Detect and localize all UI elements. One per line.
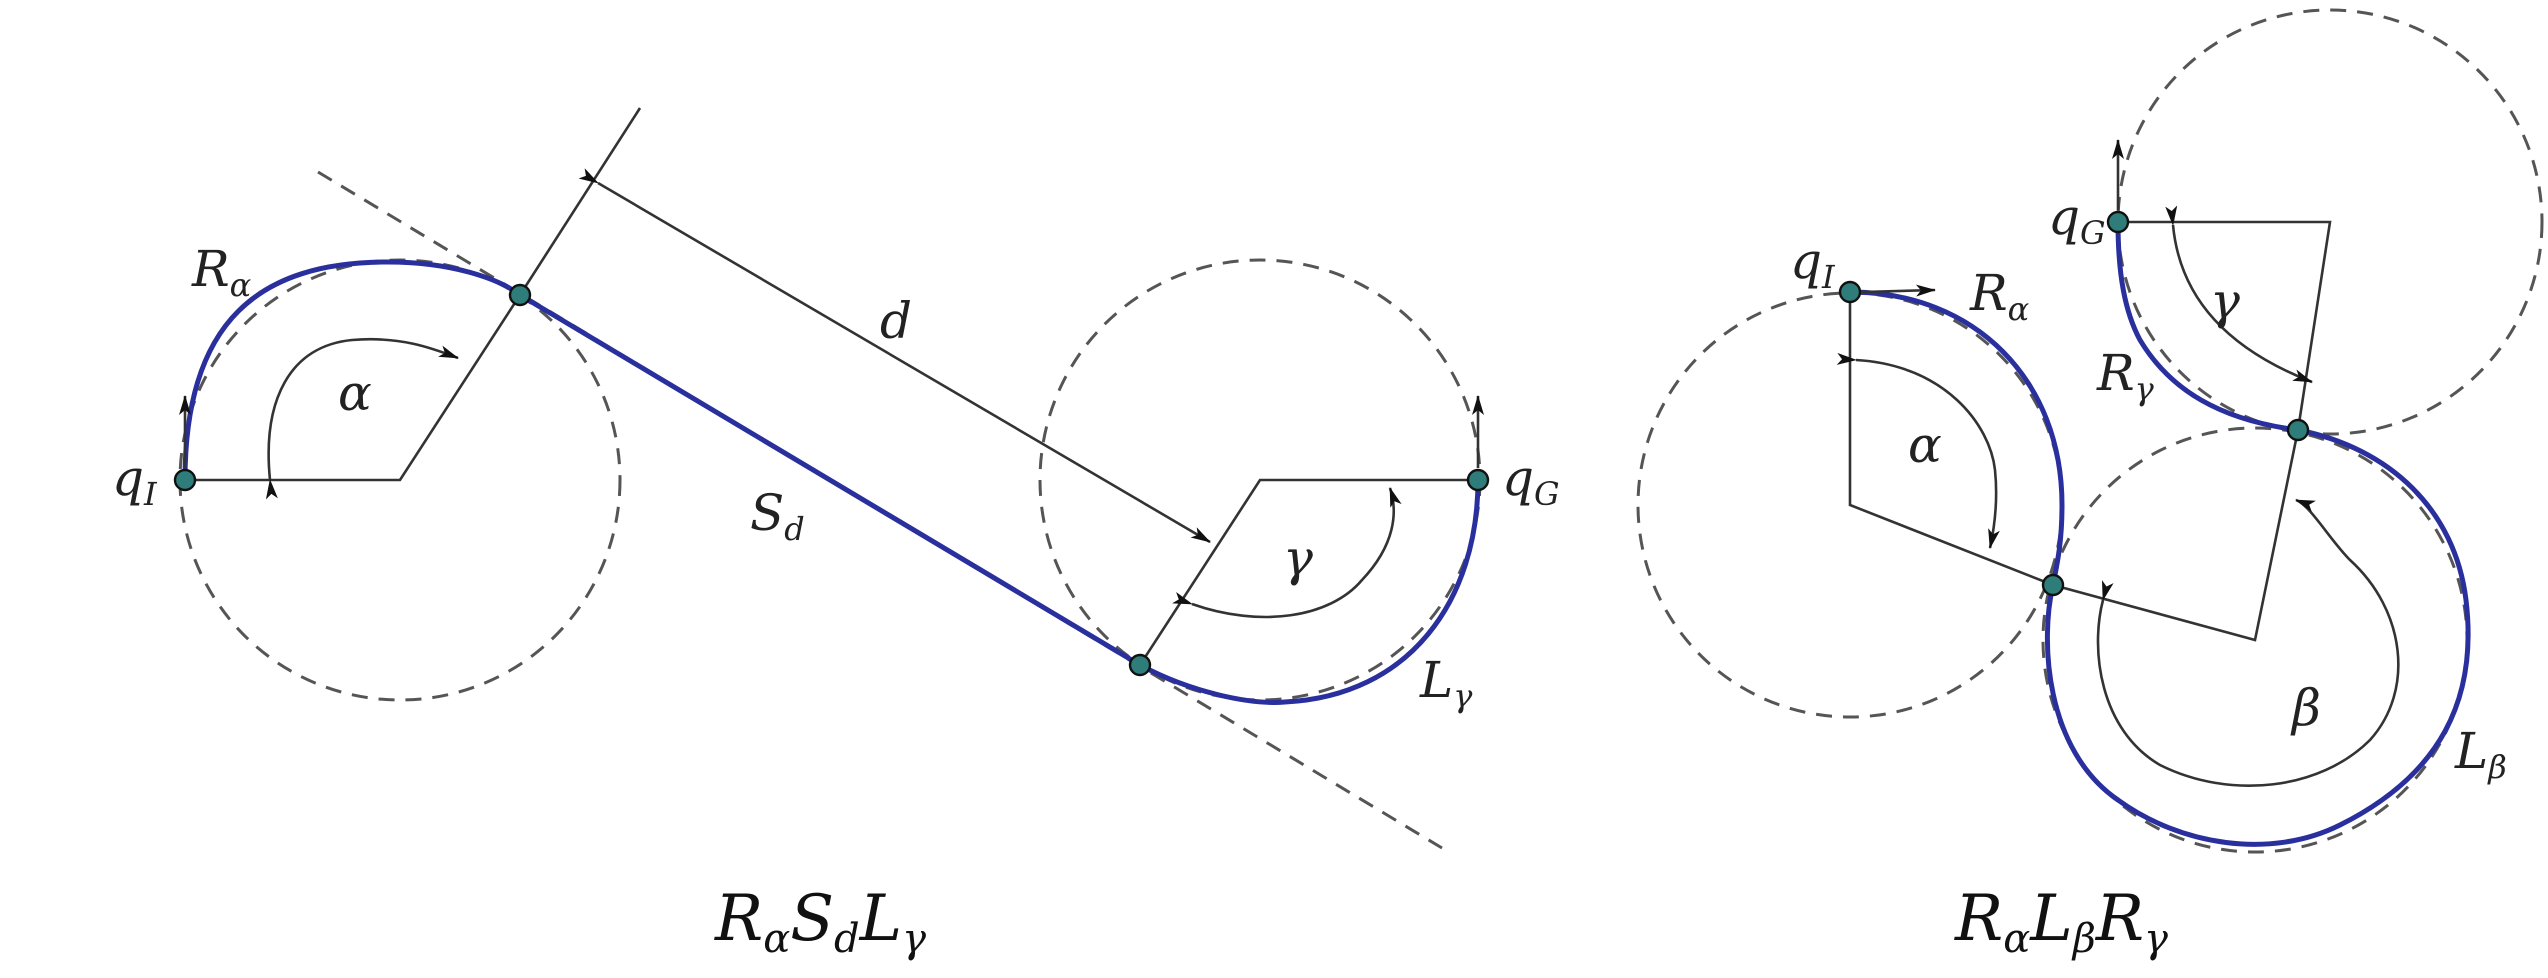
right-start-radius-lines: [1848, 292, 2054, 587]
left-label-gamma: γ: [1283, 529, 1313, 587]
right-alpha-angle-arc: [1836, 352, 2000, 549]
right-label-l-beta: Lβ: [2454, 722, 2507, 786]
right-beta-angle-arc: [2096, 498, 2400, 787]
right-label-alpha: α: [1908, 416, 1942, 474]
left-label-q-i: qI: [112, 449, 158, 513]
right-qi-node: [1838, 280, 1862, 304]
right-label-beta: β: [2290, 679, 2321, 737]
left-alpha-angle-arc: [265, 337, 459, 500]
right-goal-turn-circle: [2116, 8, 2544, 436]
right-tangent-node-1: [2041, 573, 2065, 597]
right-label-r-gamma: Rγ: [2096, 344, 2155, 408]
left-caption: RαSdLγ: [714, 882, 926, 962]
left-gamma-angle-arc: [1172, 487, 1402, 619]
left-label-q-g: qG: [1502, 449, 1560, 513]
left-label-d: d: [880, 292, 912, 350]
left-label-l-gamma: Lγ: [1419, 651, 1473, 715]
right-diagram-rlr: qI Rα α qG γ Rγ β Lβ RαLβRγ: [1636, 8, 2544, 962]
right-label-r-alpha: Rα: [1969, 264, 2029, 328]
right-tangent-node-2: [2286, 418, 2310, 442]
right-path-l-beta-arc: [2044, 427, 2471, 847]
right-label-gamma: γ: [2210, 272, 2240, 330]
right-qg-node: [2106, 210, 2130, 234]
left-diagram-rsl: Rα α qI d Sd γ qG Lγ RαSdLγ: [112, 107, 1560, 962]
left-label-r-alpha: Rα: [191, 240, 251, 304]
left-path-straight-segment: [518, 292, 1142, 668]
right-path-r-alpha-arc: [1849, 289, 2065, 586]
right-caption: RαLβRγ: [1954, 882, 2168, 962]
right-middle-radius-lines: [2052, 429, 2300, 642]
left-d-dimension-arrow: [578, 168, 1211, 544]
left-label-alpha: α: [338, 364, 372, 422]
left-qg-node: [1466, 468, 1490, 492]
right-path-r-gamma-arc: [2115, 221, 2299, 433]
right-label-q-g: qG: [2048, 188, 2106, 252]
left-tangent-node-1: [508, 283, 532, 307]
right-qi-heading-arrow: [1861, 284, 1936, 297]
left-tangent-node-2: [1128, 653, 1152, 677]
left-path-r-arc: [182, 259, 522, 481]
right-label-q-i: qI: [1790, 232, 1836, 296]
left-path-l-arc: [1138, 479, 1481, 705]
left-qi-node: [173, 468, 197, 492]
left-d-extension-upper: [518, 107, 642, 296]
left-label-s-d: Sd: [750, 484, 805, 548]
right-gamma-angle-arc: [2165, 205, 2313, 384]
